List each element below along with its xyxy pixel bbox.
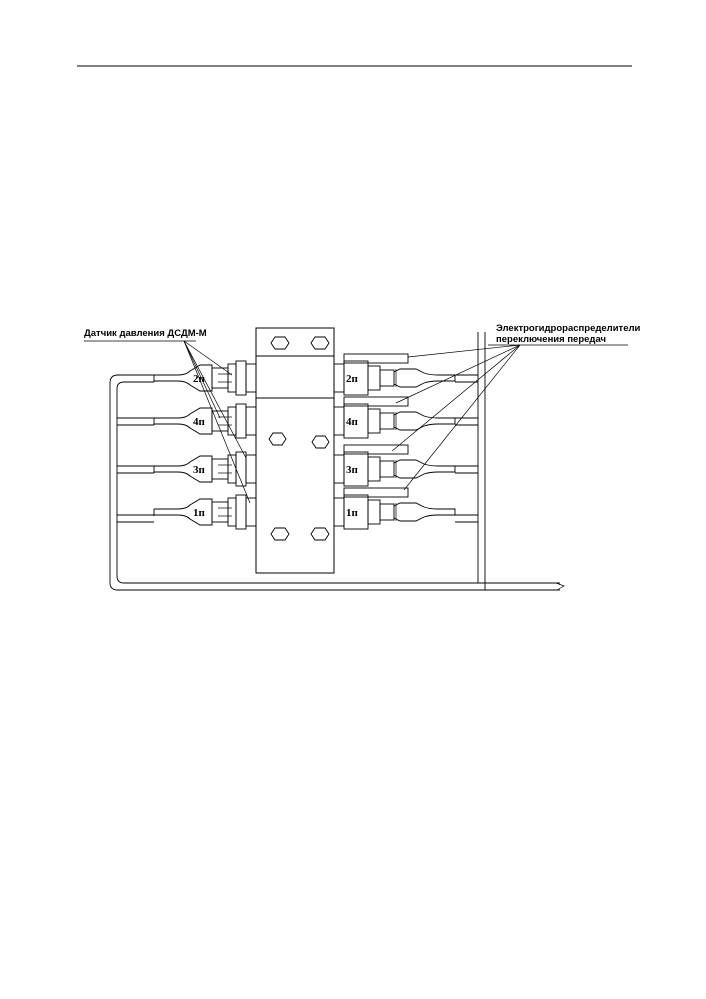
right-unit-label: 1п: [346, 507, 359, 519]
bolt-icon: [270, 336, 290, 350]
left-pipe-loop: [109, 374, 565, 591]
right-valve-units: [333, 353, 456, 530]
right-unit-label: 2п: [346, 373, 359, 385]
left-sensor-1p: [153, 494, 257, 530]
bolt-icon: [270, 527, 290, 541]
right-pipe-loop: [455, 332, 486, 590]
left-sensor-units: [153, 360, 257, 530]
right-valve-1p: [333, 487, 456, 530]
right-unit-label: 3п: [346, 464, 359, 476]
unit-labels: 2п 4п 3п 1п 2п 4п 3п 1п: [193, 373, 359, 519]
sensor-callout: Датчик давления ДСДМ-М: [84, 328, 251, 504]
bolt-icon: [310, 527, 330, 541]
right-valve-3p: [333, 444, 456, 487]
left-unit-label: 3п: [193, 464, 206, 476]
left-unit-label: 4п: [193, 416, 206, 428]
right-valve-2p: [333, 353, 456, 396]
valves-label-line2: переключения передач: [496, 334, 606, 345]
left-sensor-3p: [153, 451, 257, 487]
left-sensor-2p: [153, 360, 257, 396]
right-unit-label: 4п: [346, 416, 359, 428]
valves-label-line1: Электрогидрораспределители: [496, 323, 641, 334]
bolt-icon: [311, 435, 330, 449]
bolt-icon: [310, 336, 330, 350]
right-valve-4p: [333, 396, 456, 439]
bolt-icon: [268, 432, 287, 446]
sensor-label: Датчик давления ДСДМ-М: [84, 328, 207, 339]
valves-callout: Электрогидрораспределители переключения …: [391, 323, 641, 491]
central-block: [255, 327, 335, 574]
left-unit-label: 1п: [193, 507, 206, 519]
left-row-connectors: [117, 417, 154, 523]
left-sensor-4p: [153, 403, 257, 439]
